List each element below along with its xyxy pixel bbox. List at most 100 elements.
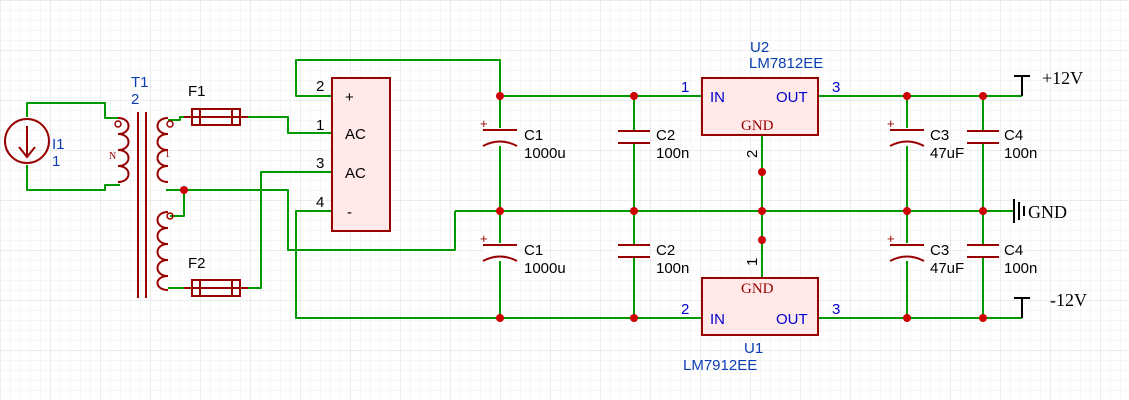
secondary-coil-lower xyxy=(156,211,169,291)
secondary-dot xyxy=(166,120,174,128)
source-arrow-head xyxy=(18,146,36,159)
bridge-pin-label: + xyxy=(345,89,354,106)
wire-center-tap xyxy=(166,189,456,251)
cap-plate-curved xyxy=(889,255,925,262)
bridge-pin-number: 3 xyxy=(316,155,324,172)
bridge-body xyxy=(331,77,391,232)
cap-gap xyxy=(967,244,999,258)
junction xyxy=(758,207,766,215)
source-designator: I1 xyxy=(52,136,65,153)
cap-value: 100n xyxy=(1004,145,1037,162)
regulator-body xyxy=(701,77,819,136)
regulator-out-label: OUT xyxy=(776,311,808,328)
wire-bridge-plus xyxy=(295,59,501,97)
power-flag-negative[interactable]: -12V xyxy=(1014,290,1087,318)
secondary-mark: 1 xyxy=(165,149,170,160)
regulator-part: LM7812EE xyxy=(749,55,823,72)
fuse-f1[interactable]: F1 xyxy=(184,83,248,126)
capacitor-c2-top[interactable]: C2 100n xyxy=(618,127,689,162)
regulator-u1[interactable]: GND IN OUT 2 3 1 U1 LM7912EE xyxy=(681,258,840,374)
bridge-pin-number: 4 xyxy=(316,194,324,211)
regulator-pin-number: 1 xyxy=(681,79,689,96)
regulator-body xyxy=(701,277,819,336)
regulator-pin-number: 2 xyxy=(744,150,761,158)
primary-dot xyxy=(114,120,122,128)
junction xyxy=(979,92,987,100)
regulator-gnd-label: GND xyxy=(741,281,774,297)
cap-value: 100n xyxy=(656,145,689,162)
rail-ground-label: GND xyxy=(1028,202,1067,222)
junctions xyxy=(180,92,987,322)
cap-gap xyxy=(618,130,650,144)
regulator-in-label: IN xyxy=(710,311,725,328)
cap-polarity: + xyxy=(887,231,895,246)
regulator-pin-number: 3 xyxy=(832,301,840,318)
regulator-pin-number: 2 xyxy=(681,301,689,318)
cap-value: 1000u xyxy=(524,260,566,277)
rail-negative-label: -12V xyxy=(1050,290,1087,310)
junction xyxy=(496,314,504,322)
rail-positive-label: +12V xyxy=(1042,68,1083,88)
cap-value: 1000u xyxy=(524,145,566,162)
fuse-f1-designator: F1 xyxy=(188,83,206,100)
cap-designator: C2 xyxy=(656,127,675,144)
junction xyxy=(630,314,638,322)
current-source-i1[interactable]: I1 1 xyxy=(4,118,65,170)
cap-value: 47uF xyxy=(930,145,964,162)
bridge-pin-number: 1 xyxy=(316,117,324,134)
transformer-t1[interactable]: T1 2 N 1 xyxy=(109,74,174,298)
fuse-f2[interactable]: F2 xyxy=(184,255,248,297)
regulator-pin-number: 3 xyxy=(832,79,840,96)
bridge-pin-label: AC xyxy=(345,165,366,182)
bridge-pin-label: - xyxy=(347,204,352,221)
capacitor-c1-bottom[interactable]: + C1 1000u xyxy=(480,231,566,277)
cap-gap xyxy=(967,130,999,144)
regulator-u2[interactable]: U2 LM7812EE IN OUT GND 1 3 2 xyxy=(681,39,840,158)
junction xyxy=(630,207,638,215)
cap-designator: C3 xyxy=(930,242,949,259)
primary-mark: N xyxy=(109,151,116,162)
bridge-rectifier[interactable]: 2 + 1 AC 3 AC 4 - xyxy=(316,77,391,232)
junction xyxy=(979,207,987,215)
junction xyxy=(903,314,911,322)
power-flag-positive[interactable]: +12V xyxy=(1014,68,1083,96)
junction xyxy=(758,236,766,244)
capacitor-c3-bottom[interactable]: + C3 47uF xyxy=(887,231,964,277)
fuse-f2-designator: F2 xyxy=(188,255,206,272)
wire-source-top xyxy=(26,102,118,119)
cap-polarity: + xyxy=(887,116,895,131)
wire-source-bottom xyxy=(26,165,120,191)
cap-value: 47uF xyxy=(930,260,964,277)
capacitor-c1-top[interactable]: + C1 1000u xyxy=(480,116,566,162)
ground-symbol[interactable]: GND xyxy=(1013,199,1067,223)
regulator-pin-number: 1 xyxy=(744,258,761,266)
cap-polarity: + xyxy=(480,231,488,246)
cap-plate-curved xyxy=(482,140,518,147)
bridge-pin-label: AC xyxy=(345,126,366,143)
cap-plate-curved xyxy=(482,255,518,262)
cap-plate-curved xyxy=(889,140,925,147)
capacitor-c4-bottom[interactable]: C4 100n xyxy=(967,242,1037,277)
capacitor-c3-top[interactable]: + C3 47uF xyxy=(887,116,964,162)
regulator-part: LM7912EE xyxy=(683,357,757,374)
transformer-designator: T1 xyxy=(131,74,149,91)
capacitor-c2-bottom[interactable]: C2 100n xyxy=(618,242,689,277)
junction xyxy=(496,92,504,100)
capacitor-c4-top[interactable]: C4 100n xyxy=(967,127,1037,162)
cap-value: 100n xyxy=(1004,260,1037,277)
junction xyxy=(903,92,911,100)
bridge-pin-number: 2 xyxy=(316,78,324,95)
cap-designator: C4 xyxy=(1004,127,1023,144)
cap-value: 100n xyxy=(656,260,689,277)
wire-f2-bridge xyxy=(240,171,332,289)
wire-ct-lower xyxy=(170,190,185,217)
regulator-in-label: IN xyxy=(710,89,725,106)
wire-bridge-minus xyxy=(295,210,500,319)
wire-f1-bridge xyxy=(240,116,332,134)
primary-coil xyxy=(117,117,130,183)
junction xyxy=(180,186,188,194)
cap-polarity: + xyxy=(480,116,488,131)
secondary-coil-upper xyxy=(156,117,169,183)
